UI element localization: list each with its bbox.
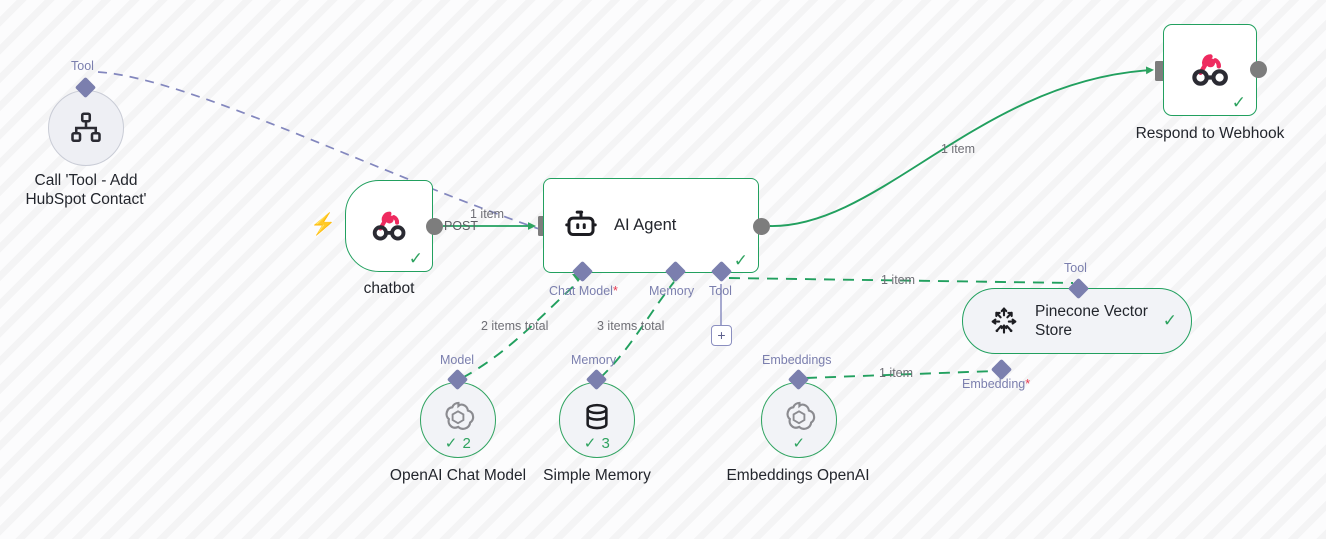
node-ai-agent[interactable]: AI Agent ✓: [543, 178, 759, 273]
robot-icon: [565, 210, 597, 236]
edge-label-memory: 3 items total: [597, 319, 665, 333]
node-title-ai-agent: AI Agent: [614, 216, 677, 234]
port-label-embeddings: Embeddings: [762, 353, 832, 367]
edge-label-agent-to-respond: 1 item: [941, 142, 976, 156]
status-badge-simple-memory: ✓ 3: [583, 435, 611, 452]
port-label-openai-model: Model: [440, 353, 475, 367]
webhook-icon: [1192, 54, 1228, 86]
node-embeddings-openai[interactable]: ✓: [761, 382, 837, 458]
node-label-openai-chat-model: OpenAI Chat Model: [389, 467, 527, 484]
required-asterisk-chat-model: *: [612, 284, 618, 298]
port-label-memory: Memory: [649, 284, 695, 298]
port-label-chat-model-text: Chat Model: [549, 284, 613, 298]
node-simple-memory[interactable]: ✓ 3: [559, 382, 635, 458]
org-chart-icon: [71, 112, 101, 143]
openai-icon: [445, 401, 475, 430]
status-badge-openai-chat-model: ✓ 2: [444, 435, 472, 452]
lightning-bolt-icon: ⚡: [310, 213, 337, 236]
port-label-call-tool: Tool: [71, 59, 94, 73]
openai-icon: [786, 401, 816, 430]
node-pinecone-vector-store[interactable]: Pinecone Vector Store ✓: [962, 288, 1192, 354]
status-check-ai-agent: ✓: [733, 251, 748, 270]
status-check-respond-webhook: ✓: [1231, 93, 1246, 112]
node-call-tool-add-hubspot-contact[interactable]: [48, 90, 124, 166]
node-chatbot[interactable]: ✓: [345, 180, 433, 272]
status-badge-embeddings-openai: ✓: [792, 435, 806, 452]
input-port-ai-agent[interactable]: [538, 216, 547, 236]
add-tool-button[interactable]: +: [711, 325, 732, 346]
node-label-chatbot: chatbot: [363, 280, 415, 297]
port-label-tool: Tool: [709, 284, 732, 298]
port-label-embedding-text: Embedding: [962, 377, 1026, 391]
pinecone-icon: [991, 307, 1017, 334]
port-label-simple-memory: Memory: [571, 353, 617, 367]
webhook-icon: [372, 211, 406, 241]
node-label-embeddings-openai: Embeddings OpenAI: [726, 467, 870, 484]
edge-label-chatbot-output: POST: [444, 219, 479, 233]
node-respond-to-webhook[interactable]: ✓: [1163, 24, 1257, 116]
output-port-ai-agent[interactable]: [753, 218, 770, 235]
edge-label-chat-model: 2 items total: [481, 319, 549, 333]
port-label-chat-model: Chat Model*: [549, 284, 618, 298]
status-check-chatbot: ✓: [408, 249, 423, 268]
database-icon: [586, 403, 608, 429]
node-label-call-tool: Call 'Tool - Add HubSpot Contact': [25, 172, 147, 208]
node-label-simple-memory: Simple Memory: [543, 467, 651, 484]
output-port-chatbot[interactable]: [426, 218, 443, 235]
edge-label-chatbot-to-agent: 1 item: [470, 207, 505, 221]
node-openai-chat-model[interactable]: ✓ 2: [420, 382, 496, 458]
edge-label-agent-to-pinecone: 1 item: [881, 273, 916, 287]
port-label-pinecone-embedding: Embedding*: [962, 377, 1030, 391]
node-label-respond-webhook: Respond to Webhook: [1135, 125, 1285, 142]
edge-label-embeddings-to-pinecone: 1 item: [879, 366, 914, 380]
node-title-pinecone: Pinecone Vector Store: [1035, 303, 1148, 339]
port-label-pinecone-tool: Tool: [1064, 261, 1087, 275]
output-port-respond-webhook[interactable]: [1250, 61, 1267, 78]
status-check-pinecone: ✓: [1162, 311, 1177, 330]
required-asterisk-embedding: *: [1025, 377, 1031, 391]
input-port-respond-webhook[interactable]: [1155, 61, 1164, 81]
